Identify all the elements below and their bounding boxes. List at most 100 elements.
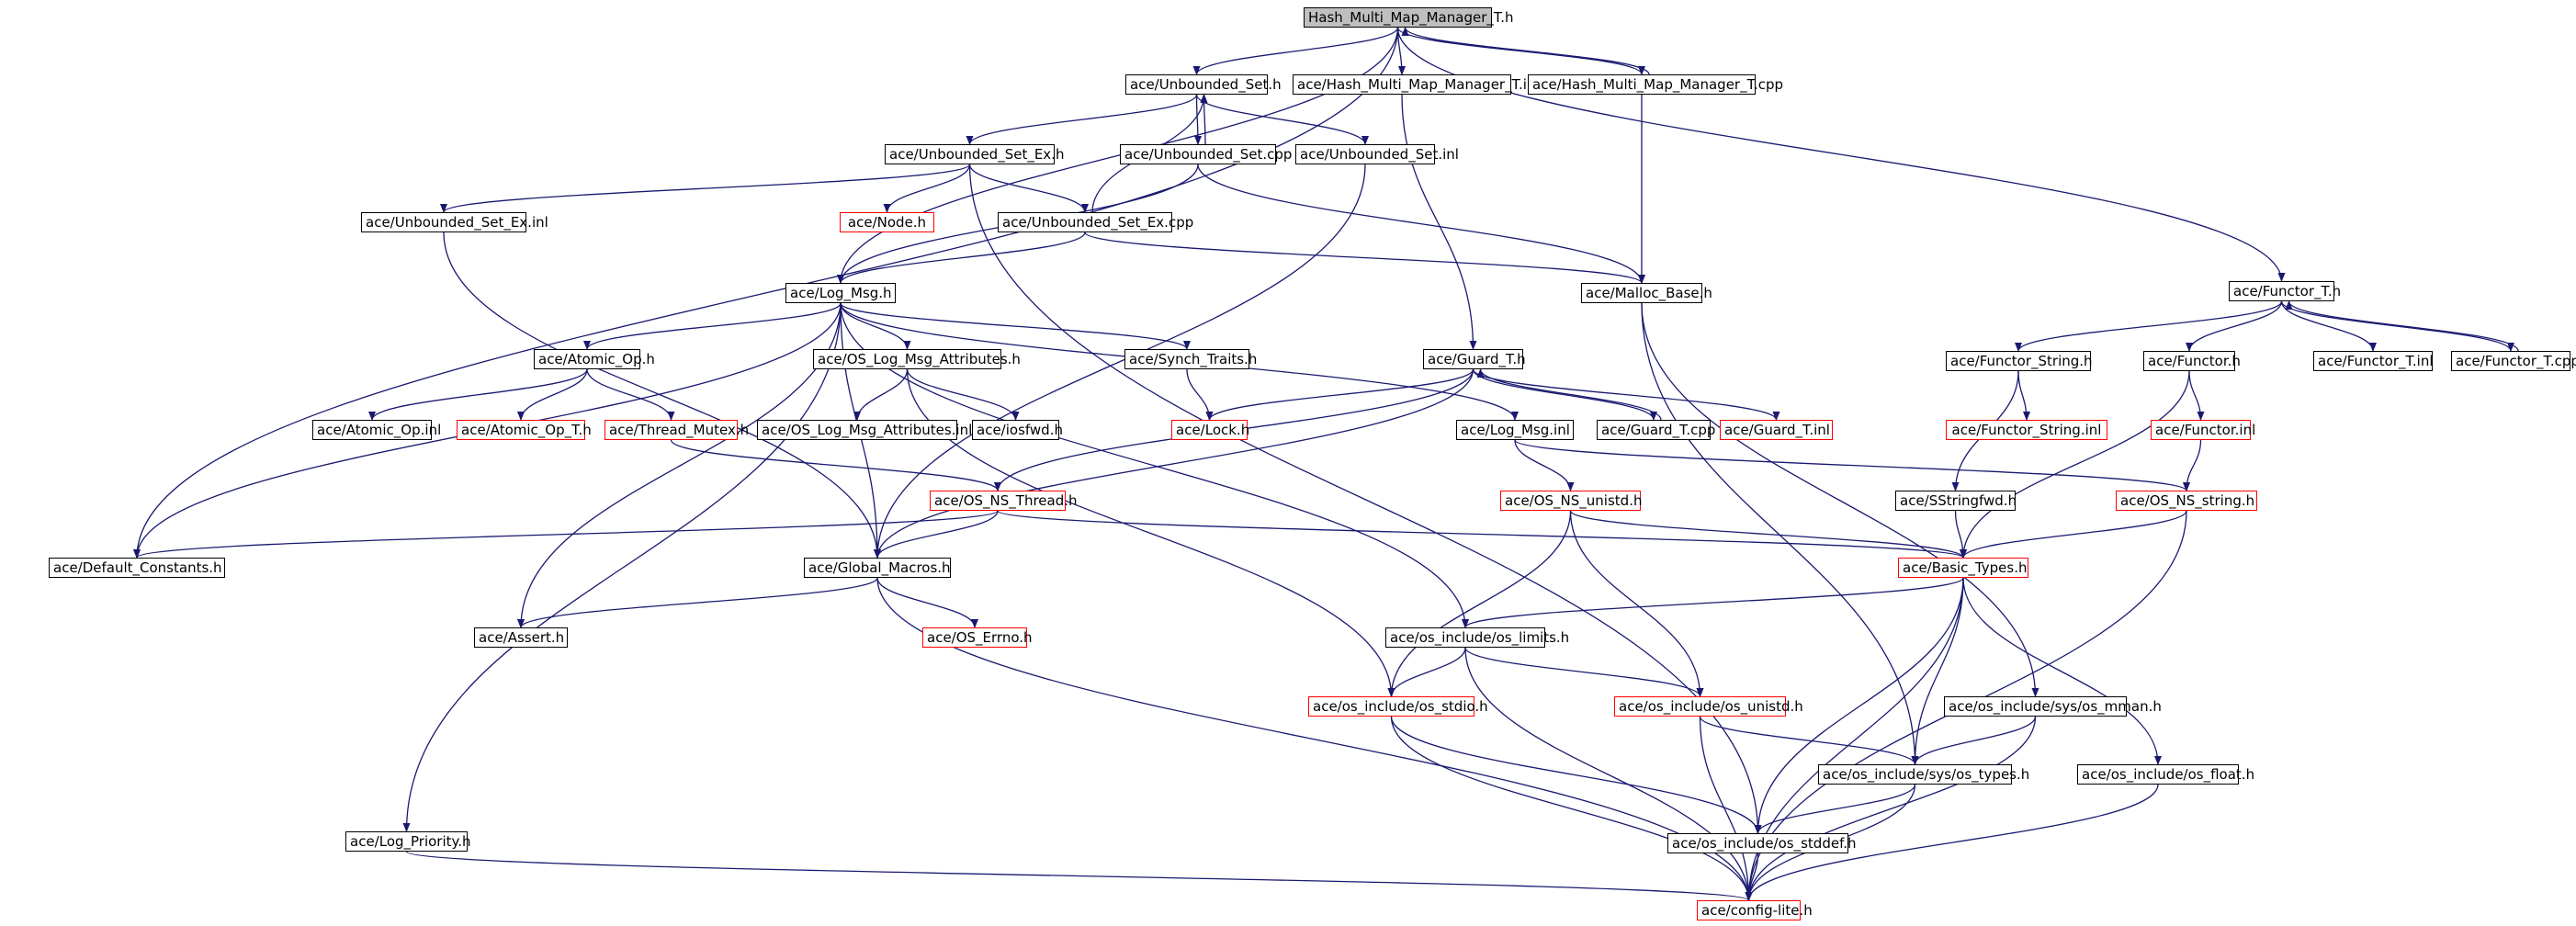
file-node-os-unistd[interactable]: ace/os_include/os_unistd.h [1614, 696, 1803, 717]
file-node-os-log-attr-inl[interactable]: ace/OS_Log_Msg_Attributes.inl [757, 420, 972, 440]
file-node-node-h[interactable]: ace/Node.h [840, 212, 934, 232]
file-node-atomic-op-h[interactable]: ace/Atomic_Op.h [534, 349, 655, 369]
file-node-functor-string-inl[interactable]: ace/Functor_String.inl [1946, 420, 2107, 440]
file-node-atomic-op-t-h[interactable]: ace/Atomic_Op_T.h [457, 420, 592, 440]
edge-root-to-unb-set-h [1192, 27, 1399, 75]
edge-os-limits-to-os-stdio [1387, 647, 1466, 697]
edge-log-msg-inl-to-os-ns-unistd-h [1514, 439, 1575, 491]
edge-root-to-default-constants [133, 27, 1399, 559]
edge-functor-t-h-to-functor-t-cpp [2280, 300, 2514, 352]
edge-basic-types-to-os-types [1911, 577, 1964, 765]
file-node-log-msg-h[interactable]: ace/Log_Msg.h [785, 283, 896, 303]
file-node-global-macros[interactable]: ace/Global_Macros.h [804, 558, 951, 578]
edge-guard-t-h-to-global-macros [874, 368, 1474, 559]
file-node-os-log-attr-h[interactable]: ace/OS_Log_Msg_Attributes.h [813, 349, 1021, 369]
file-node-iosfwd-h[interactable]: ace/iosfwd.h [972, 420, 1063, 440]
file-node-unb-set-inl[interactable]: ace/Unbounded_Set.inl [1295, 144, 1459, 164]
edge-log-msg-h-to-synch-traits [840, 302, 1191, 350]
file-node-assert-h[interactable]: ace/Assert.h [474, 627, 568, 648]
file-node-malloc-base[interactable]: ace/Malloc_Base.h [1581, 283, 1712, 303]
edge-os-ns-unistd-h-to-os-unistd [1569, 510, 1704, 697]
file-node-functor-t-inl[interactable]: ace/Functor_T.inl [2313, 351, 2434, 371]
edge-unb-set-ex-cpp-to-log-msg-h [837, 232, 1086, 284]
edge-functor-h-to-functor-inl [2188, 370, 2205, 421]
file-node-unb-set-h[interactable]: ace/Unbounded_Set.h [1125, 74, 1282, 95]
edge-synch-traits-to-lock-h [1186, 368, 1214, 421]
edge-hmm-cpp-to-root [1401, 27, 1650, 75]
file-node-default-constants[interactable]: ace/Default_Constants.h [49, 558, 225, 578]
edge-os-mman-to-config-lite [1745, 716, 2037, 901]
edge-unb-set-h-to-unb-set-cpp [1193, 94, 1202, 145]
edge-functor-t-h-to-functor-h [2186, 300, 2283, 352]
edge-unb-set-ex-h-to-node-h [883, 164, 971, 213]
file-node-config-lite[interactable]: ace/config-lite.h [1697, 900, 1813, 920]
edge-basic-types-to-os-limits [1462, 577, 1964, 628]
edge-root-to-hmm-cpp [1396, 27, 1645, 75]
file-node-os-ns-string-h[interactable]: ace/OS_NS_string.h [2116, 491, 2257, 511]
file-node-atomic-op-inl[interactable]: ace/Atomic_Op.inl [312, 420, 441, 440]
file-node-lock-h[interactable]: ace/Lock.h [1171, 420, 1249, 440]
file-node-functor-t-cpp[interactable]: ace/Functor_T.cpp [2451, 351, 2576, 371]
file-node-os-float[interactable]: ace/os_include/os_float.h [2077, 764, 2254, 785]
file-node-guard-t-cpp[interactable]: ace/Guard_T.cpp [1597, 420, 1715, 440]
file-node-os-limits[interactable]: ace/os_include/os_limits.h [1385, 627, 1569, 648]
file-node-synch-traits[interactable]: ace/Synch_Traits.h [1124, 349, 1257, 369]
file-node-functor-inl[interactable]: ace/Functor.inl [2151, 420, 2255, 440]
file-node-log-msg-inl[interactable]: ace/Log_Msg.inl [1456, 420, 1574, 440]
edge-unb-set-ex-cpp-to-malloc-base [1084, 232, 1645, 284]
edge-sstringfwd-h-to-basic-types [1954, 510, 1967, 559]
edge-log-msg-h-to-os-log-attr-h [840, 302, 911, 350]
file-node-basic-types[interactable]: ace/Basic_Types.h [1898, 558, 2028, 578]
file-node-hmm-inl[interactable]: ace/Hash_Multi_Map_Manager_T.inl [1293, 74, 1540, 95]
file-node-guard-t-inl[interactable]: ace/Guard_T.inl [1720, 420, 1833, 440]
edge-unb-set-ex-inl-to-global-macros [443, 232, 881, 559]
edge-thread-mutex-h-to-os-ns-thread-h [670, 439, 1001, 491]
file-node-os-stdio[interactable]: ace/os_include/os_stdio.h [1308, 696, 1488, 717]
edge-os-ns-unistd-h-to-os-stdio [1387, 510, 1572, 697]
edge-os-ns-thread-h-to-global-macros [874, 510, 999, 559]
file-node-os-stddef[interactable]: ace/os_include/os_stddef.h [1667, 833, 1857, 853]
file-node-thread-mutex-h[interactable]: ace/Thread_Mutex.h [604, 420, 749, 440]
edge-unb-set-ex-h-to-unb-set-ex-cpp [968, 164, 1089, 213]
edge-basic-types-to-os-float [1962, 577, 2162, 765]
edge-os-log-attr-h-to-iosfwd-h [906, 368, 1020, 421]
file-node-os-errno[interactable]: ace/OS_Errno.h [922, 627, 1033, 648]
file-node-guard-t-h[interactable]: ace/Guard_T.h [1423, 349, 1526, 369]
file-node-log-priority[interactable]: ace/Log_Priority.h [345, 831, 471, 852]
edge-malloc-base-to-os-types [1641, 302, 1919, 765]
file-node-functor-t-h[interactable]: ace/Functor_T.h [2229, 281, 2341, 301]
edge-malloc-base-to-os-mman [1641, 302, 2039, 697]
edge-os-ns-thread-h-to-basic-types [997, 510, 1967, 559]
edge-global-macros-to-os-errno [876, 577, 978, 628]
edge-guard-t-cpp-to-guard-t-h [1476, 368, 1662, 421]
file-node-unb-set-ex-inl[interactable]: ace/Unbounded_Set_Ex.inl [361, 212, 548, 232]
file-node-sstringfwd-h[interactable]: ace/SStringfwd.h [1895, 491, 2017, 511]
edge-os-log-attr-h-to-os-log-attr-inl [853, 368, 909, 421]
edge-guard-t-h-to-lock-h [1205, 368, 1474, 421]
edge-os-stdio-to-os-stddef [1390, 716, 1762, 834]
file-node-unb-set-cpp[interactable]: ace/Unbounded_Set.cpp [1120, 144, 1292, 164]
edge-log-msg-h-to-log-priority [402, 302, 842, 832]
file-node-hmm-cpp[interactable]: ace/Hash_Multi_Map_Manager_T.cpp [1528, 74, 1783, 95]
edge-basic-types-to-os-stddef [1754, 577, 1964, 834]
edge-atomic-op-h-to-atomic-op-t-h [517, 368, 588, 421]
edge-atomic-op-h-to-thread-mutex-h [586, 368, 675, 421]
file-node-unb-set-ex-cpp[interactable]: ace/Unbounded_Set_Ex.cpp [998, 212, 1193, 232]
edge-functor-h-to-basic-types [1960, 370, 2190, 559]
edge-os-ns-thread-h-to-default-constants [133, 510, 999, 559]
file-node-os-mman[interactable]: ace/os_include/sys/os_mman.h [1944, 696, 2162, 717]
edge-os-mman-to-os-types [1911, 716, 2037, 765]
file-node-os-ns-unistd-h[interactable]: ace/OS_NS_unistd.h [1500, 491, 1642, 511]
file-node-os-types[interactable]: ace/os_include/sys/os_types.h [1818, 764, 2029, 785]
edge-unb-set-h-to-unb-set-ex-h [966, 94, 1198, 145]
edge-functor-string-h-to-functor-string-inl [2017, 370, 2030, 421]
file-node-unb-set-ex-h[interactable]: ace/Unbounded_Set_Ex.h [885, 144, 1064, 164]
edge-os-limits-to-config-lite [1464, 647, 1753, 901]
edge-hmm-inl-to-guard-t-h [1401, 94, 1477, 350]
file-node-functor-h[interactable]: ace/Functor.h [2143, 351, 2241, 371]
file-node-functor-string-h[interactable]: ace/Functor_String.h [1946, 351, 2093, 371]
file-node-root[interactable]: Hash_Multi_Map_Manager_T.h [1304, 7, 1514, 28]
file-node-os-ns-thread-h[interactable]: ace/OS_NS_Thread.h [930, 491, 1078, 511]
edge-unb-set-cpp-to-malloc-base [1197, 164, 1645, 284]
